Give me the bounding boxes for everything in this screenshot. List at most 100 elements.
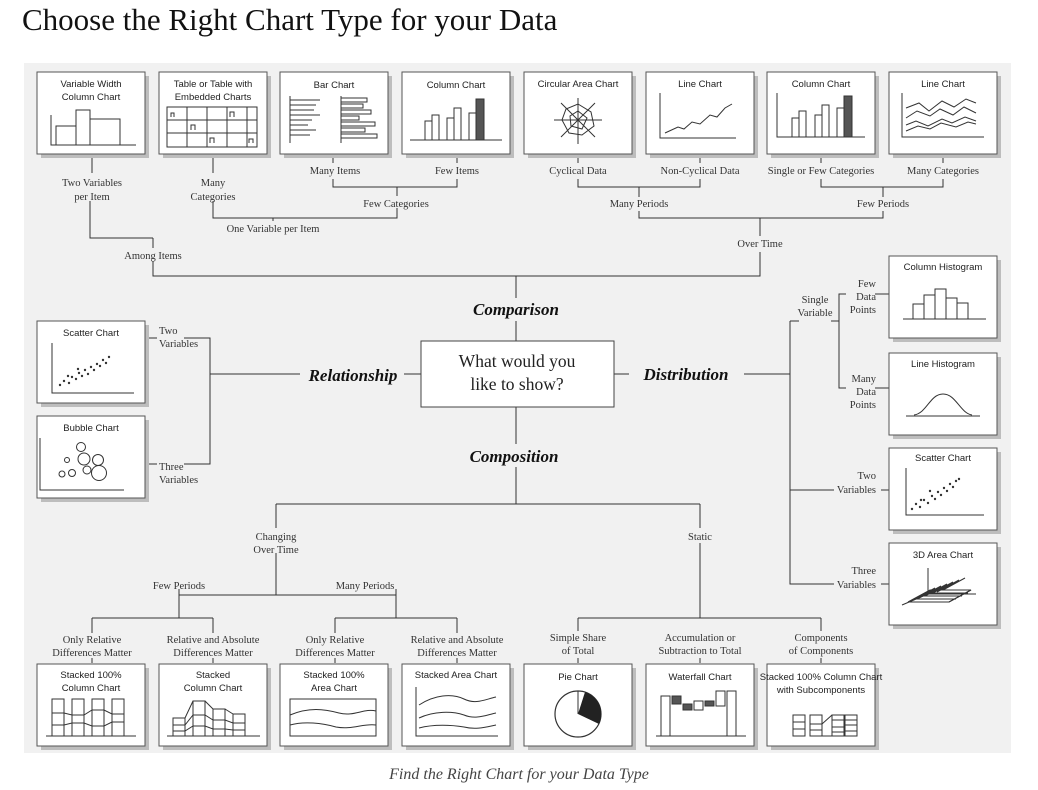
bar-chart-icon bbox=[289, 96, 378, 143]
label-many-data-points-1: Many bbox=[852, 374, 877, 385]
label-many-periods-2: Many Periods bbox=[336, 581, 395, 592]
chart-box-circular-area: Circular Area Chart bbox=[523, 71, 636, 158]
category-distribution: Distribution bbox=[642, 365, 728, 384]
waterfall-icon bbox=[656, 690, 746, 737]
label-simple-share-2: of Total bbox=[562, 646, 595, 657]
chart-box-line-chart-1: Line Chart bbox=[645, 71, 758, 158]
connector-lines bbox=[89, 156, 944, 663]
chart-title-bar: Bar Chart bbox=[314, 80, 355, 91]
chart-title-line-1: Line Chart bbox=[678, 79, 722, 90]
chart-box-bar-chart: Bar Chart bbox=[279, 71, 392, 158]
label-single-or-few-categories: Single or Few Categories bbox=[768, 166, 874, 177]
label-many-data-points-3: Points bbox=[850, 400, 876, 411]
label-components-2: of Components bbox=[789, 646, 853, 657]
chart-box-column-chart-1: Column Chart bbox=[401, 71, 514, 158]
label-dist-three-1: Three bbox=[852, 566, 877, 577]
label-rel-two-2: Variables bbox=[159, 339, 198, 350]
label-few-items: Few Items bbox=[435, 166, 479, 177]
label-many-categories-2: Many Categories bbox=[907, 166, 979, 177]
question-line-2: like to show? bbox=[470, 374, 564, 394]
label-single-variable-2: Variable bbox=[798, 308, 833, 319]
chart-box-bubble: Bubble Chart bbox=[36, 415, 149, 502]
chart-title-waterfall: Waterfall Chart bbox=[669, 672, 732, 683]
label-simple-share-1: Simple Share bbox=[550, 633, 607, 644]
label-accumulation-1: Accumulation or bbox=[665, 633, 736, 644]
stacked-area-icon bbox=[415, 687, 498, 737]
label-single-variable-1: Single bbox=[802, 295, 829, 306]
label-many-categories-1b: Categories bbox=[191, 192, 236, 203]
chart-box-stacked-100-column: Stacked 100% Column Chart bbox=[36, 663, 149, 750]
label-rel-abs-2a: Relative and Absolute bbox=[411, 635, 504, 646]
label-one-variable-per-item: One Variable per Item bbox=[227, 224, 320, 235]
label-many-periods-1: Many Periods bbox=[610, 199, 669, 210]
label-two-variables-per-item-1: Two Variables bbox=[62, 178, 122, 189]
chart-title-variable-width-2: Column Chart bbox=[62, 92, 121, 103]
label-many-categories-1a: Many bbox=[201, 178, 226, 189]
chart-box-pie: Pie Chart bbox=[523, 663, 636, 750]
chart-title-column-1: Column Chart bbox=[427, 80, 486, 91]
label-non-cyclical-data: Non-Cyclical Data bbox=[660, 166, 739, 177]
chart-title-column-histogram: Column Histogram bbox=[904, 262, 983, 273]
chart-box-stacked-area: Stacked Area Chart bbox=[401, 663, 514, 750]
label-two-variables-per-item-2: per Item bbox=[74, 192, 109, 203]
table-grid-icon bbox=[166, 106, 258, 148]
chart-box-stacked-100-area: Stacked 100% Area Chart bbox=[279, 663, 392, 750]
label-dist-two-2: Variables bbox=[837, 485, 876, 496]
label-dist-two-1: Two bbox=[857, 471, 876, 482]
3d-area-icon bbox=[901, 568, 976, 606]
column-chart-icon-2 bbox=[776, 93, 865, 138]
chart-box-line-histogram: Line Histogram bbox=[888, 352, 1001, 439]
stacked-100-area-icon bbox=[289, 698, 377, 737]
chart-title-circular-area: Circular Area Chart bbox=[538, 79, 619, 90]
chart-title-stacked-column-1: Stacked bbox=[196, 670, 230, 681]
category-relationship: Relationship bbox=[308, 366, 398, 385]
label-among-items: Among Items bbox=[124, 251, 181, 262]
stacked-column-icon bbox=[167, 700, 260, 737]
chart-title-scatter-2: Scatter Chart bbox=[915, 453, 971, 464]
label-rel-three-1: Three bbox=[159, 462, 184, 473]
chart-title-subcomponents-1: Stacked 100% Column Chart bbox=[760, 672, 883, 683]
label-changing-over-time-1: Changing bbox=[256, 532, 298, 543]
chart-box-scatter-2: Scatter Chart bbox=[888, 447, 1001, 534]
diagram-canvas: What would you like to show? Comparison … bbox=[36, 71, 1001, 750]
chart-title-3d-area: 3D Area Chart bbox=[913, 550, 974, 561]
chart-box-stacked-column: Stacked Column Chart bbox=[158, 663, 271, 750]
label-components-1: Components bbox=[794, 633, 847, 644]
chart-title-stacked-100-column-2: Column Chart bbox=[62, 683, 121, 694]
chart-title-line-histogram: Line Histogram bbox=[911, 359, 975, 370]
label-only-relative-1a: Only Relative bbox=[63, 635, 122, 646]
line-chart-icon-2 bbox=[901, 93, 984, 138]
label-rel-two-1: Two bbox=[159, 326, 178, 337]
chart-title-stacked-area: Stacked Area Chart bbox=[415, 670, 498, 681]
label-only-relative-1b: Differences Matter bbox=[52, 648, 132, 659]
bubble-icon bbox=[39, 438, 124, 491]
label-only-relative-2b: Differences Matter bbox=[295, 648, 375, 659]
chart-box-stacked-100-subcomponents: Stacked 100% Column Chart with Subcompon… bbox=[760, 663, 883, 750]
chart-box-line-chart-2: Line Chart bbox=[888, 71, 1001, 158]
label-many-items: Many Items bbox=[310, 166, 360, 177]
central-question-box: What would you like to show? bbox=[420, 340, 615, 408]
chart-title-stacked-100-area-1: Stacked 100% bbox=[303, 670, 365, 681]
label-cyclical-data: Cyclical Data bbox=[549, 166, 607, 177]
question-line-1: What would you bbox=[459, 351, 576, 371]
label-many-data-points-2: Data bbox=[856, 387, 876, 398]
chart-box-waterfall: Waterfall Chart bbox=[645, 663, 758, 750]
chart-title-stacked-100-column-1: Stacked 100% bbox=[60, 670, 122, 681]
chart-title-scatter-1: Scatter Chart bbox=[63, 328, 119, 339]
figure-caption: Find the Right Chart for your Data Type bbox=[389, 766, 649, 783]
chart-box-table-embedded: Table or Table with Embedded Charts bbox=[158, 71, 271, 158]
chart-title-bubble: Bubble Chart bbox=[63, 423, 119, 434]
column-histogram-icon bbox=[903, 288, 986, 320]
label-rel-abs-2b: Differences Matter bbox=[417, 648, 497, 659]
label-static: Static bbox=[688, 532, 712, 543]
category-composition: Composition bbox=[470, 447, 559, 466]
column-chart-icon-1 bbox=[410, 98, 502, 141]
label-changing-over-time-2: Over Time bbox=[253, 545, 299, 556]
scatter-icon-2 bbox=[905, 468, 984, 516]
chart-title-stacked-100-area-2: Area Chart bbox=[311, 683, 357, 694]
label-over-time: Over Time bbox=[737, 239, 783, 250]
label-few-data-points-3: Points bbox=[850, 305, 876, 316]
branch-labels: Two Variables per Item Many Categories M… bbox=[52, 166, 979, 659]
variable-width-column-icon bbox=[50, 109, 136, 146]
chart-box-3d-area: 3D Area Chart bbox=[888, 542, 1001, 629]
